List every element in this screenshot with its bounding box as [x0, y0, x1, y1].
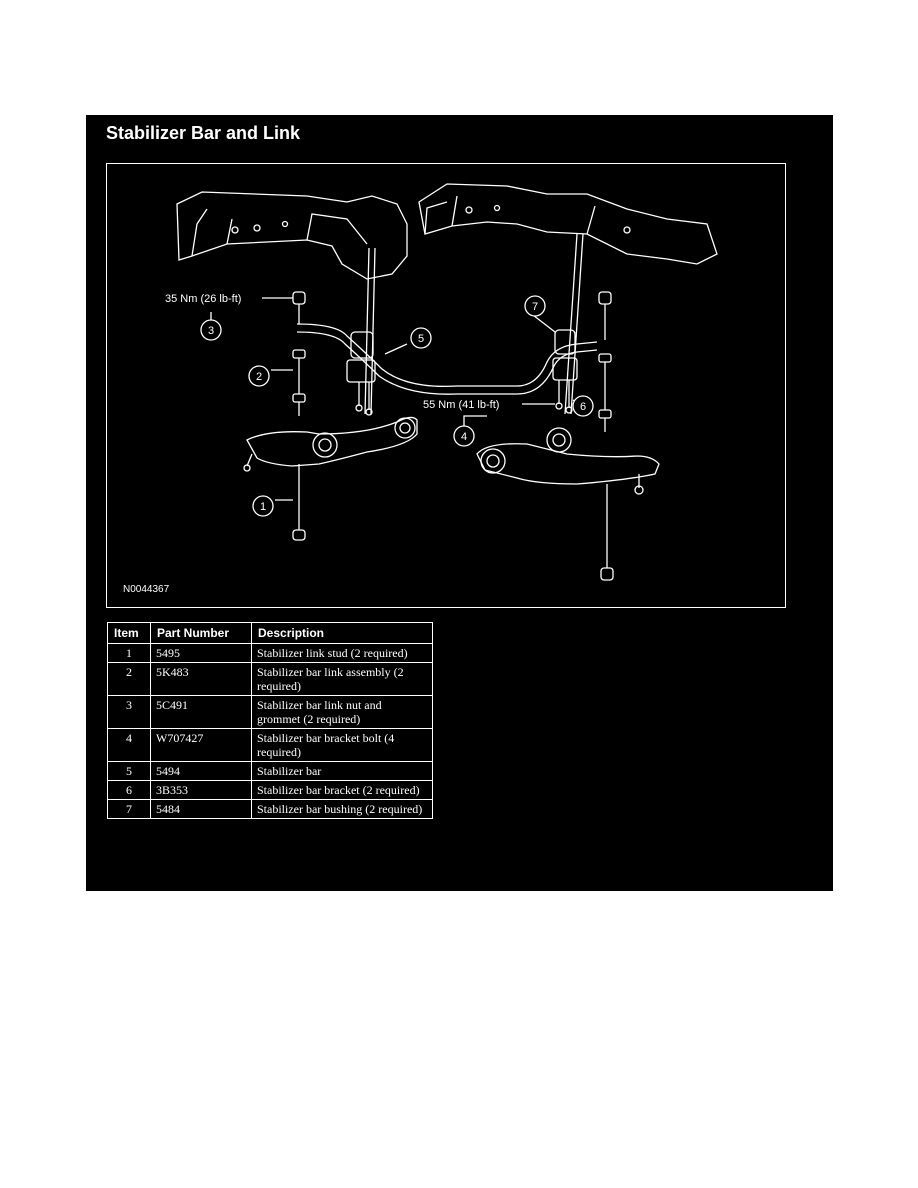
cell-item: 6 [107, 780, 151, 800]
header-part-number: Part Number [150, 622, 252, 644]
callout-2 [248, 365, 270, 387]
left-lower-control-arm [246, 416, 418, 467]
table-header-row: Item Part Number Description [107, 622, 433, 644]
table-row: 1 5495 Stabilizer link stud (2 required) [107, 643, 433, 663]
table-row: 6 3B353 Stabilizer bar bracket (2 requir… [107, 780, 433, 800]
cell-desc: Stabilizer bar link assembly (2 required… [251, 662, 433, 696]
callout-3 [200, 319, 222, 341]
torque-label-bracket-bolt: 55 Nm (41 lb-ft) [423, 399, 499, 411]
cell-item: 3 [107, 695, 151, 729]
callout-4-label: 4 [461, 431, 467, 443]
left-frame-rail [176, 191, 408, 280]
cell-part: 5495 [150, 643, 252, 663]
cell-desc: Stabilizer bar link nut and grommet (2 r… [251, 695, 433, 729]
callout-4 [453, 425, 475, 447]
cell-item: 2 [107, 662, 151, 696]
cell-part: 5K483 [150, 662, 252, 696]
cell-item: 5 [107, 761, 151, 781]
cell-item: 1 [107, 643, 151, 663]
parts-table: Item Part Number Description 1 5495 Stab… [107, 622, 433, 819]
right-lower-control-arm [476, 443, 660, 485]
callout-5 [410, 327, 432, 349]
cell-part: 5C491 [150, 695, 252, 729]
callout-3-label: 3 [208, 325, 214, 337]
table-row: 3 5C491 Stabilizer bar link nut and grom… [107, 695, 433, 729]
diagram-panel: Stabilizer Bar and Link [86, 115, 833, 891]
cell-item: 4 [107, 728, 151, 762]
header-item: Item [107, 622, 151, 644]
cell-desc: Stabilizer bar bracket (2 required) [251, 780, 433, 800]
stabilizer-bar [296, 323, 598, 388]
page-title: Stabilizer Bar and Link [106, 123, 301, 143]
suspension-illustration: 3 2 1 5 7 6 4 35 Nm (26 lb-ft) 55 Nm (41… [165, 183, 718, 581]
torque-label-link-nut: 35 Nm (26 lb-ft) [165, 293, 241, 305]
cell-desc: Stabilizer bar [251, 761, 433, 781]
table-row: 5 5494 Stabilizer bar [107, 761, 433, 781]
callout-1 [252, 495, 274, 517]
callout-1-label: 1 [260, 501, 266, 513]
cell-part: W707427 [150, 728, 252, 762]
header-description: Description [251, 622, 433, 644]
callout-6-label: 6 [580, 401, 586, 413]
callout-2-label: 2 [256, 371, 262, 383]
exploded-view-figure: 3 2 1 5 7 6 4 35 Nm (26 lb-ft) 55 Nm (41… [106, 163, 786, 608]
table-row: 7 5484 Stabilizer bar bushing (2 require… [107, 799, 433, 819]
callout-6 [572, 395, 594, 417]
callout-7-label: 7 [532, 301, 538, 313]
cell-desc: Stabilizer link stud (2 required) [251, 643, 433, 663]
cell-desc: Stabilizer bar bracket bolt (4 required) [251, 728, 433, 762]
right-frame-rail [418, 183, 718, 265]
callout-5-label: 5 [418, 333, 424, 345]
cell-desc: Stabilizer bar bushing (2 required) [251, 799, 433, 819]
table-row: 2 5K483 Stabilizer bar link assembly (2 … [107, 662, 433, 696]
cell-part: 3B353 [150, 780, 252, 800]
cell-item: 7 [107, 799, 151, 819]
table-row: 4 W707427 Stabilizer bar bracket bolt (4… [107, 728, 433, 762]
figure-id: N0044367 [123, 584, 170, 595]
cell-part: 5494 [150, 761, 252, 781]
cell-part: 5484 [150, 799, 252, 819]
callout-7 [524, 295, 546, 317]
